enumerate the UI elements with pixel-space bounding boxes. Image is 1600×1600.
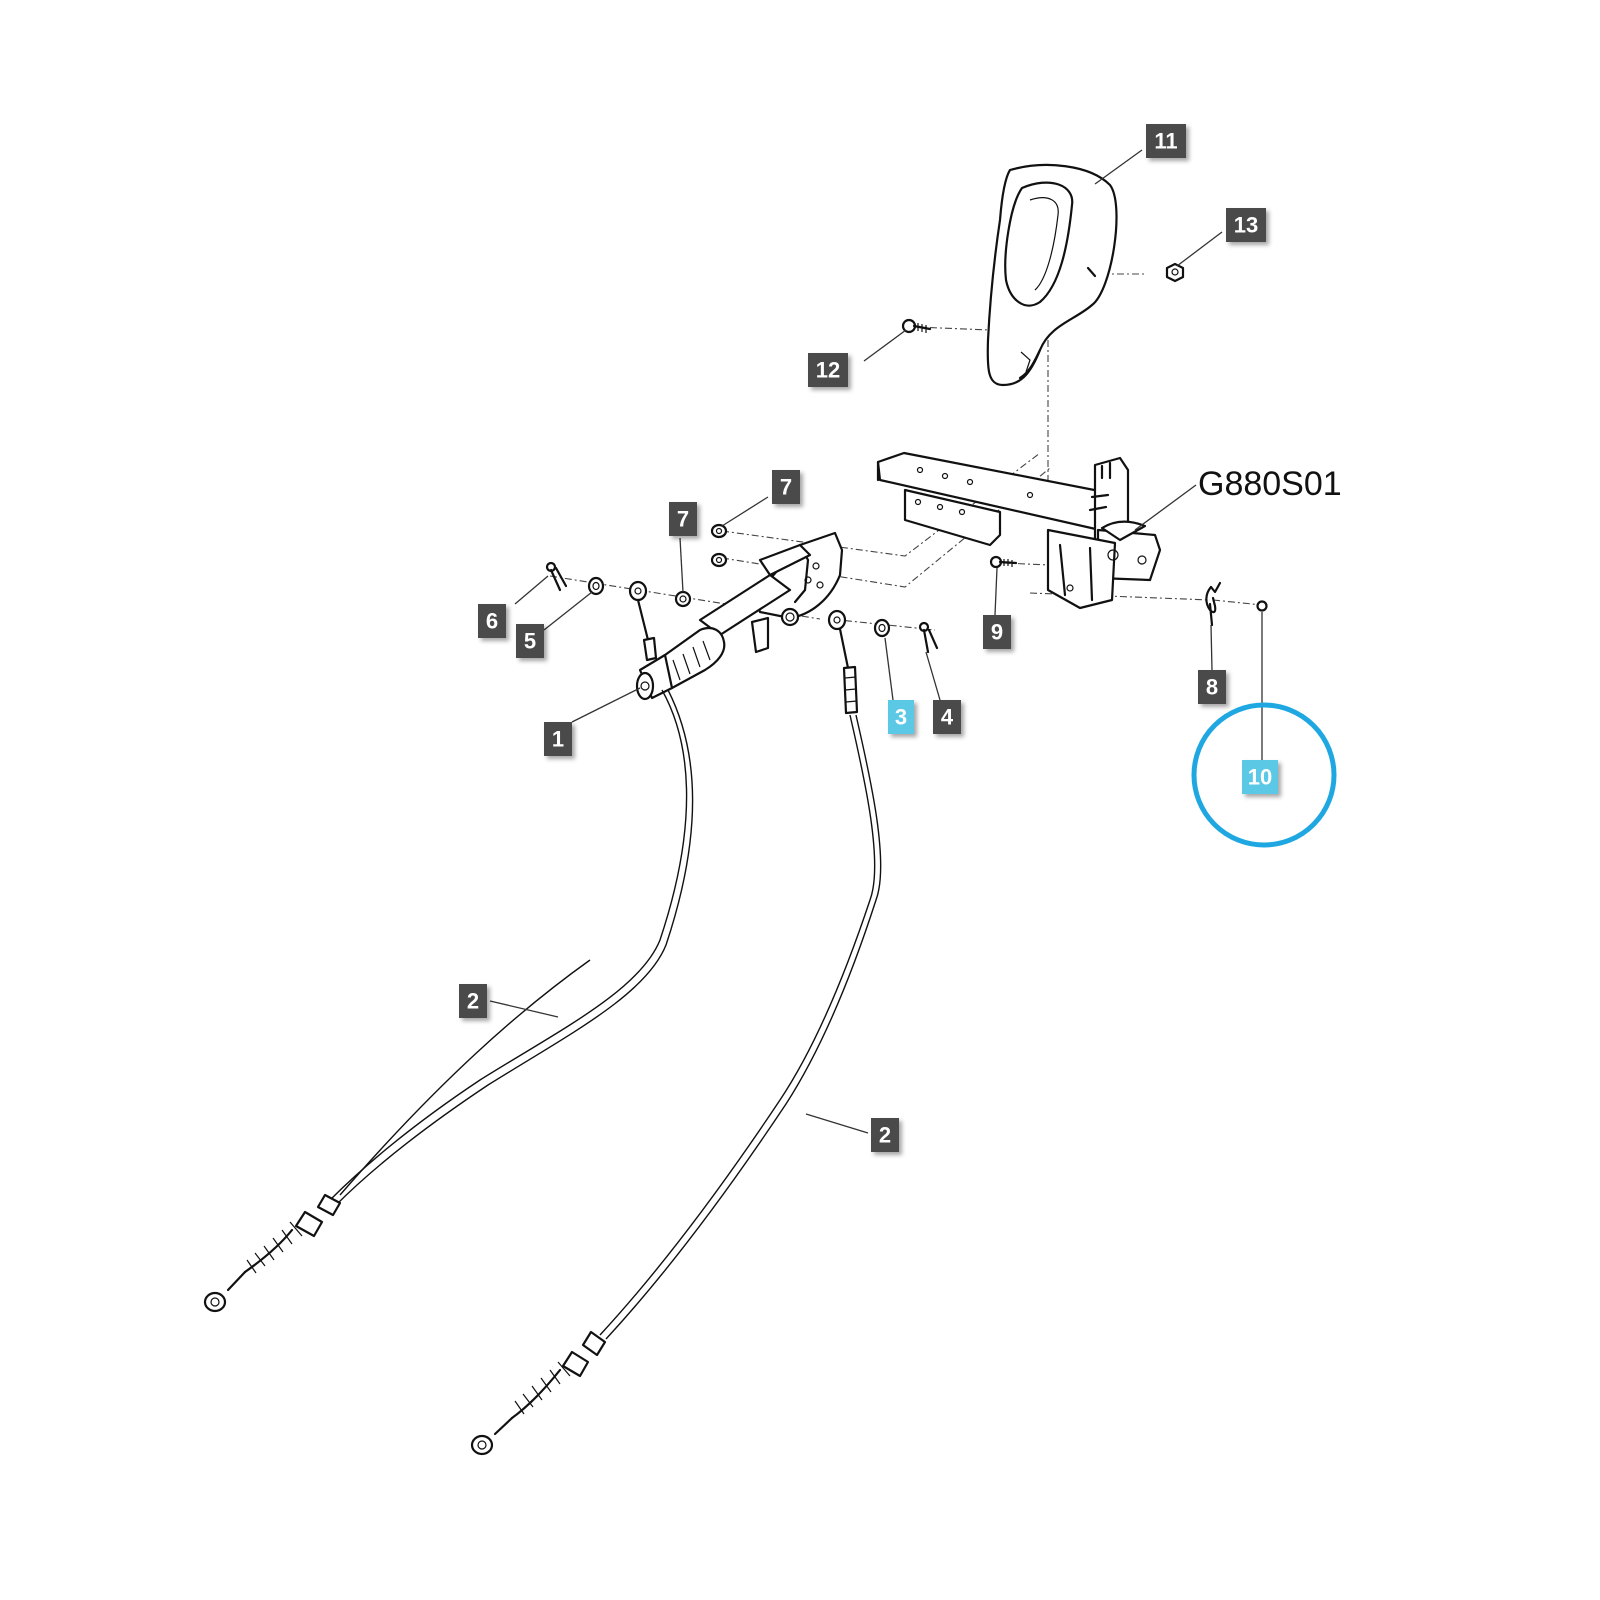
screw-part-9 [989, 555, 1018, 569]
svg-text:5: 5 [524, 629, 536, 654]
svg-text:9: 9 [991, 620, 1003, 645]
cable-part-right [470, 609, 882, 1456]
pin-part-4 [918, 621, 939, 654]
svg-text:7: 7 [677, 507, 689, 532]
svg-text:7: 7 [780, 475, 792, 500]
callout-label-5: 5 [516, 624, 544, 658]
svg-text:2: 2 [467, 989, 479, 1014]
callout-label-7: 7 [772, 470, 800, 504]
callout-label-8: 8 [1198, 670, 1226, 704]
figure-reference-code: G880S01 [1198, 465, 1342, 503]
callout-label-13: 13 [1226, 208, 1266, 242]
callout-label-7: 7 [669, 502, 697, 536]
highlight-ring [1191, 702, 1337, 848]
svg-text:2: 2 [879, 1123, 891, 1148]
small-part-10 [1256, 600, 1268, 612]
callout-label-11: 11 [1146, 124, 1186, 158]
callout-label-12: 12 [808, 353, 848, 387]
nut-part-7c [674, 590, 692, 608]
callout-label-6: 6 [478, 604, 506, 638]
nut-part-7b [710, 552, 728, 568]
callout-label-3: 3 [888, 700, 914, 734]
svg-text:6: 6 [486, 609, 498, 634]
callout-label-4: 4 [933, 700, 961, 734]
callout-label-2: 2 [871, 1118, 899, 1152]
washer-part-5 [587, 576, 605, 596]
callout-label-10: 10 [1242, 760, 1278, 794]
svg-text:1: 1 [552, 727, 564, 752]
svg-text:10: 10 [1248, 765, 1272, 790]
nut-part-7a [710, 523, 728, 539]
pin-part-6 [545, 561, 568, 592]
handle-cover-part [986, 163, 1118, 387]
svg-text:13: 13 [1234, 213, 1258, 238]
svg-text:3: 3 [895, 705, 907, 730]
callout-label-9: 9 [983, 615, 1011, 649]
svg-text:4: 4 [941, 705, 954, 730]
screw-part-12 [901, 318, 932, 334]
leader-lines [489, 149, 1263, 1134]
callout-label-2: 2 [459, 984, 487, 1018]
svg-text:11: 11 [1154, 129, 1177, 154]
washer-part-3 [873, 618, 891, 638]
svg-text:12: 12 [816, 358, 840, 383]
bracket-frame-part [876, 451, 1162, 610]
cable-part-left [203, 580, 694, 1313]
lever-part [635, 531, 844, 701]
svg-text:8: 8 [1206, 675, 1218, 700]
callout-label-1: 1 [544, 722, 572, 756]
nut-part-13 [1165, 262, 1185, 283]
clip-part-8 [1205, 581, 1222, 627]
